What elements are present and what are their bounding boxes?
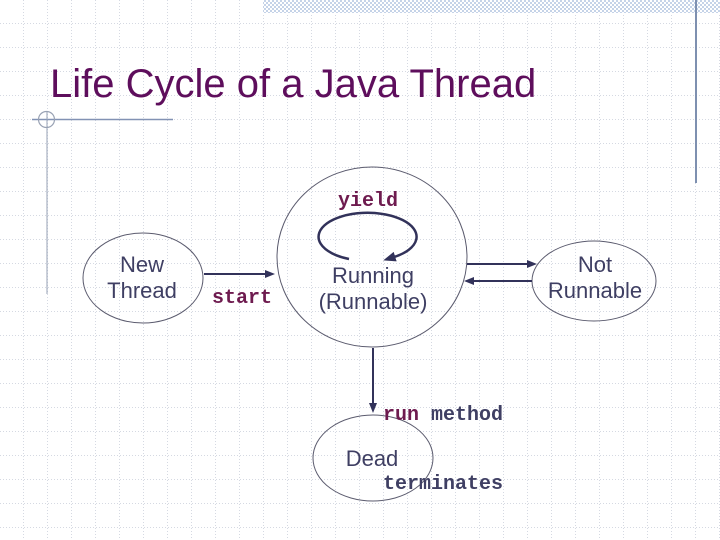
state-not-runnable-line2: Runnable bbox=[547, 278, 643, 303]
dead-ellipse bbox=[312, 414, 434, 502]
yield-loop-arrow bbox=[317, 211, 418, 262]
state-new-thread-line1: New bbox=[119, 252, 164, 277]
run-method-line2: terminates bbox=[383, 473, 504, 496]
state-new-thread: New Thread bbox=[82, 252, 202, 304]
run-method-line1: run method bbox=[383, 404, 503, 427]
running-circle bbox=[276, 166, 468, 348]
accent-circle-ornament bbox=[37, 110, 56, 129]
run-keyword: run bbox=[383, 404, 420, 427]
state-running-line1: Running bbox=[332, 263, 414, 288]
state-not-runnable: Not Runnable bbox=[525, 252, 665, 304]
run-method-rest: method bbox=[419, 404, 504, 427]
transition-label-start: start bbox=[212, 287, 273, 310]
top-checker-band bbox=[263, 0, 720, 13]
transition-label-run-method-terminates: run method terminates bbox=[383, 358, 503, 540]
new-thread-ellipse bbox=[82, 232, 204, 324]
state-new-thread-line2: Thread bbox=[107, 278, 177, 303]
state-dead: Dead bbox=[345, 446, 399, 471]
state-running-line2: (Runnable) bbox=[318, 289, 428, 314]
state-running: Running (Runnable) bbox=[293, 263, 453, 315]
transition-label-yield: yield bbox=[338, 190, 399, 213]
slide-title: Life Cycle of a Java Thread bbox=[50, 62, 537, 106]
state-not-runnable-line1: Not bbox=[577, 252, 613, 277]
